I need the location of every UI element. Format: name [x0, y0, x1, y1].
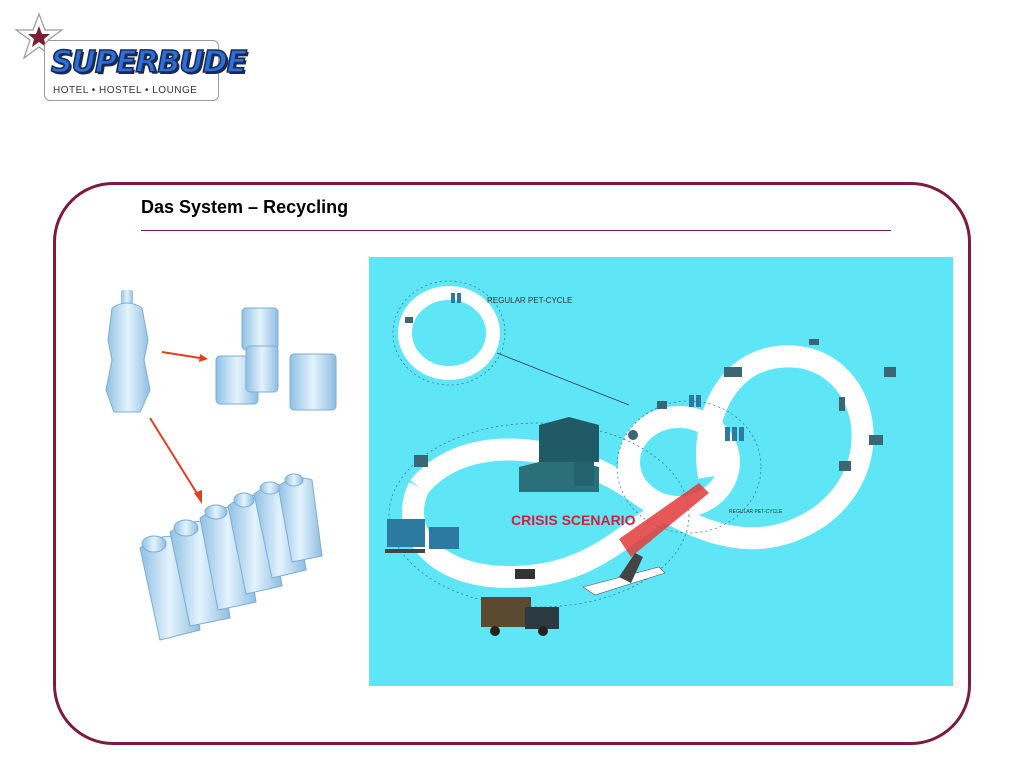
small-truck-icon	[515, 569, 535, 579]
outer-dotted-ring	[388, 422, 690, 608]
logo-box: SUPERBUDE HOTEL • HOSTEL • LOUNGE	[44, 40, 248, 101]
new-bottles-cluster	[139, 473, 323, 641]
logo-tagline: HOTEL • HOSTEL • LOUNGE	[53, 85, 198, 96]
arrow-to-flakes	[161, 351, 201, 359]
flake-blocks	[215, 307, 337, 411]
pictogram-icons	[405, 317, 896, 471]
airplane-icon	[582, 553, 666, 596]
factory-building	[519, 417, 599, 492]
truck-icon	[481, 597, 559, 636]
crisis-arrow	[619, 483, 709, 557]
pet-cycle-diagram: REGULAR PET-CYCLE CRISIS SCENARIO REGULA…	[369, 257, 953, 686]
inner-dotted-ring	[616, 400, 762, 534]
arrow-to-bottles	[149, 417, 199, 496]
slide-title: Das System – Recycling	[141, 197, 349, 217]
small-cycle-label: REGULAR PET-CYCLE	[729, 509, 783, 515]
crisis-label: CRISIS SCENARIO	[511, 512, 636, 528]
logo: SUPERBUDE HOTEL • HOSTEL • LOUNGE	[14, 12, 248, 104]
cargo-pallet-icon	[385, 519, 459, 553]
cycle-label: REGULAR PET-CYCLE	[487, 296, 572, 305]
content-frame	[53, 182, 971, 745]
bottle-recycling-illustration	[105, 290, 337, 641]
bottle-icons	[451, 293, 744, 441]
title-divider	[141, 230, 891, 231]
crushed-bottle	[105, 290, 151, 413]
logo-wordmark: SUPERBUDE	[50, 44, 248, 81]
regular-pet-cycle-small: REGULAR PET-CYCLE	[392, 280, 630, 406]
